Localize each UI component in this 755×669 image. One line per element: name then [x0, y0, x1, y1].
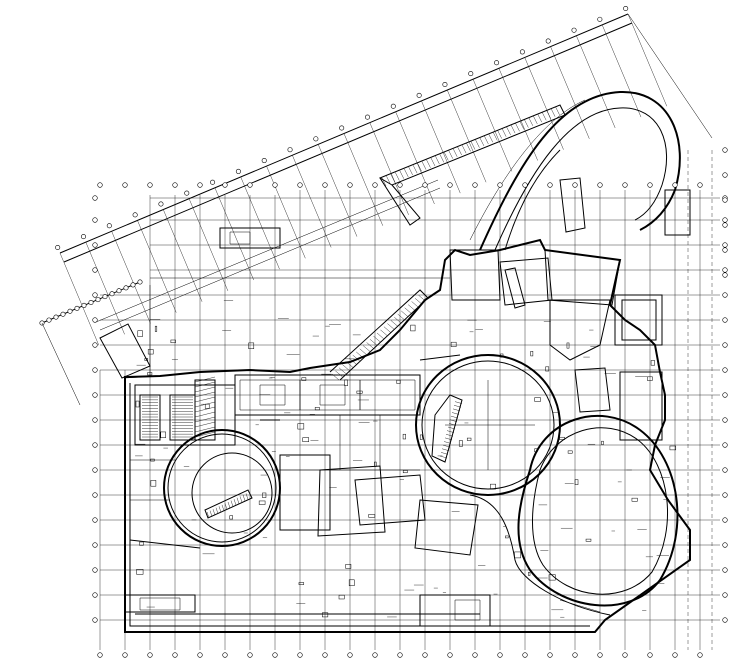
rotunda-center — [415, 354, 561, 496]
outer-walls — [124, 238, 691, 633]
rotated-blocks — [317, 177, 691, 556]
detail-marks — [135, 300, 677, 618]
left-wing — [99, 277, 450, 379]
curved-loop — [469, 90, 681, 251]
rotunda-left — [163, 429, 281, 547]
grid-lines — [99, 150, 720, 650]
oval-right — [469, 414, 679, 616]
diagonal-band — [39, 5, 713, 406]
grid-bubbles — [92, 147, 728, 658]
